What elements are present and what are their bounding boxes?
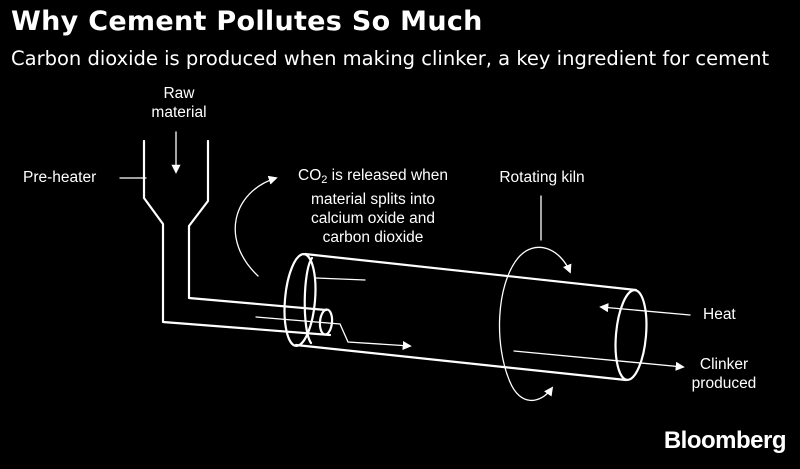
heat-arrow	[599, 303, 691, 316]
kiln-bottom-edge	[294, 343, 628, 382]
kiln-outlet-opening	[614, 289, 648, 381]
diagram-subtitle: Carbon dioxide is produced when making c…	[11, 47, 770, 70]
raw-material-label-line2: material	[151, 104, 207, 121]
co2-formula: CO	[298, 167, 322, 184]
co2-label-line1: CO2 is released when	[290, 166, 456, 190]
co2-pointer	[315, 277, 366, 281]
clinker-label-line1: Clinker	[699, 356, 749, 373]
co2-label-line3: calcium oxide and	[310, 210, 436, 227]
clinker-produced-label: Clinker produced	[683, 355, 765, 393]
clinker-arrow	[513, 350, 685, 371]
co2-release-arrow	[234, 175, 278, 277]
kiln-inlet-opening	[283, 253, 317, 347]
co2-label-line4: carbon dioxide	[322, 229, 424, 246]
co2-subscript: 2	[321, 174, 328, 186]
raw-material-label-line1: Raw	[163, 85, 195, 102]
pre-heater-outer-wall	[142, 139, 332, 337]
co2-release-label: CO2 is released when material splits int…	[290, 166, 456, 247]
clinker-label-line2: produced	[691, 375, 757, 392]
bloomberg-logo: Bloomberg	[663, 427, 787, 454]
co2-label-line2: material splits into	[310, 191, 436, 208]
pre-heater-inner-wall	[187, 139, 328, 312]
heat-label: Heat	[703, 306, 736, 323]
rotating-kiln-label: Rotating kiln	[499, 169, 585, 186]
pre-heater-label: Pre-heater	[23, 169, 97, 186]
co2-label-rest: is released when	[327, 167, 448, 184]
pipe-inlet-end	[318, 308, 334, 336]
kiln-top-edge	[303, 252, 638, 292]
raw-material-label: Raw material	[148, 84, 210, 122]
diagram-title: Why Cement Pollutes So Much	[11, 6, 483, 37]
material-flow-arrow	[255, 316, 412, 351]
kiln-inlet-inner-rim	[303, 256, 314, 345]
rotation-arrow	[498, 246, 572, 402]
